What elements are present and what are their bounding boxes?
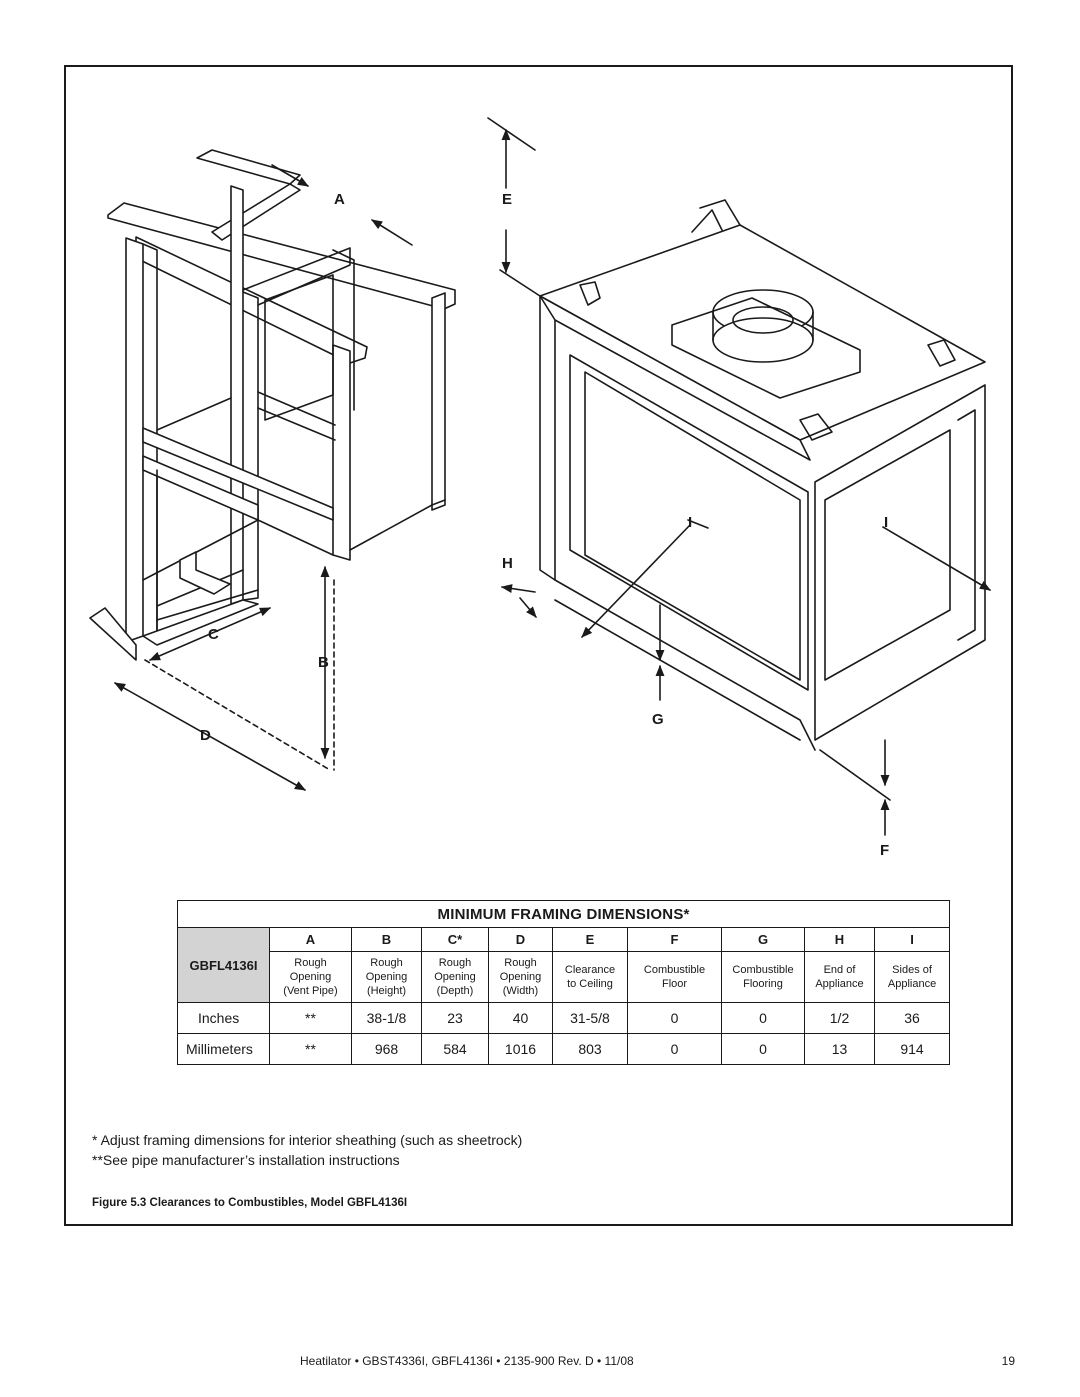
framing-drawing	[89, 149, 456, 791]
row-label: Millimeters	[177, 1033, 270, 1065]
col-head-a: A	[269, 927, 352, 952]
label-c: C	[208, 626, 219, 643]
figure-frame	[64, 65, 1013, 1226]
cell-c-mm: 584	[421, 1033, 489, 1065]
label-g: G	[652, 711, 664, 728]
cell-h-in: 1/2	[804, 1002, 875, 1034]
row-label: Inches	[177, 1002, 270, 1034]
table-title: MINIMUM FRAMING DIMENSIONS*	[176, 900, 951, 928]
cell-f-mm: 0	[627, 1033, 722, 1065]
cell-h-mm: 13	[804, 1033, 875, 1065]
label-b: B	[318, 654, 329, 671]
col-head-h: H	[804, 927, 875, 952]
page-number: 19	[1001, 1354, 1015, 1368]
table-row-inches: Inches ** 38-1/8 23 40 31-5/8 0 0 1/2 36	[177, 1002, 951, 1034]
cell-f-in: 0	[627, 1002, 722, 1034]
col-head-i: I	[873, 927, 951, 952]
page-footer: Heatilator • GBST4336I, GBFL4136I • 2135…	[300, 1354, 634, 1368]
table-row-millimeters: Millimeters ** 968 584 1016 803 0 0 13 9…	[177, 1033, 951, 1065]
label-h: H	[502, 555, 513, 572]
cell-d-in: 40	[488, 1002, 553, 1034]
col-head-e: E	[552, 927, 628, 952]
fireplace-drawing	[487, 117, 991, 836]
note-pipe: **See pipe manufacturer’s installation i…	[92, 1152, 400, 1168]
figure-caption: Figure 5.3 Clearances to Combustibles, M…	[92, 1197, 408, 1209]
note-sheathing: * Adjust framing dimensions for interior…	[92, 1132, 523, 1148]
cell-e-in: 31-5/8	[552, 1002, 628, 1034]
label-d: D	[200, 727, 211, 744]
col-head-b: B	[351, 927, 422, 952]
cell-i-in: 36	[873, 1002, 951, 1034]
cell-g-mm: 0	[721, 1033, 805, 1065]
label-a: A	[334, 191, 345, 208]
label-i-left: I	[688, 514, 693, 531]
cell-b-in: 38-1/8	[351, 1002, 422, 1034]
cell-a-in: **	[269, 1002, 352, 1034]
label-i-right: I	[884, 514, 889, 531]
col-head-g: G	[721, 927, 805, 952]
cell-i-mm: 914	[873, 1033, 951, 1065]
cell-a-mm: **	[269, 1033, 352, 1065]
framing-dimensions-table: MINIMUM FRAMING DIMENSIONS* GBFL4136I A …	[176, 900, 951, 1065]
col-head-d: D	[488, 927, 553, 952]
col-head-f: F	[627, 927, 722, 952]
cell-c-in: 23	[421, 1002, 489, 1034]
model-cell: GBFL4136I	[177, 927, 270, 1003]
label-e: E	[502, 191, 513, 208]
label-f: F	[880, 842, 890, 859]
col-head-c: C*	[421, 927, 489, 952]
cell-b-mm: 968	[351, 1033, 422, 1065]
cell-e-mm: 803	[552, 1033, 628, 1065]
cell-d-mm: 1016	[488, 1033, 553, 1065]
cell-g-in: 0	[721, 1002, 805, 1034]
